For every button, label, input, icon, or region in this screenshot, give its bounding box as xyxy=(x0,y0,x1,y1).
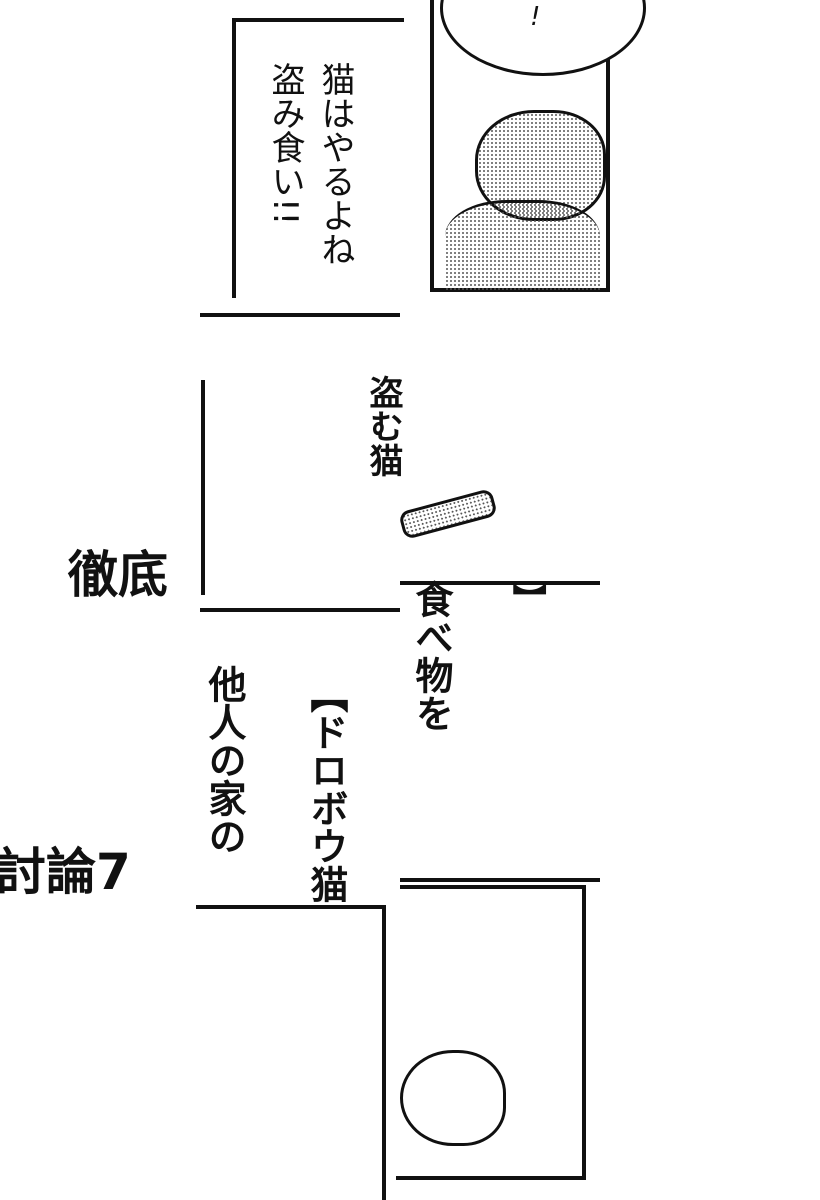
definition-body-1: 他人の家の xyxy=(202,665,246,855)
title-part-2: 討論7 xyxy=(0,843,131,901)
caption-stealing-cat: 盗む猫 xyxy=(363,375,403,477)
definition-body-2: 食べ物を xyxy=(409,580,453,732)
character-arm xyxy=(398,488,498,540)
definition-heading: 【ドロボウ猫 xyxy=(304,675,348,903)
panel-divider xyxy=(200,608,400,612)
panel-divider xyxy=(400,581,600,585)
panel-bottom-left xyxy=(196,905,386,1200)
panel-top-left xyxy=(232,18,404,298)
dialogue-line-2: 盗み食い!! xyxy=(265,62,305,226)
close-bracket: 】 xyxy=(507,582,548,617)
character-head xyxy=(400,1050,506,1146)
dog-character-body xyxy=(445,200,600,291)
panel-divider xyxy=(200,313,400,317)
panel-divider xyxy=(400,878,600,882)
dialogue-line-1: 猫はやるよね xyxy=(315,62,355,266)
panel-bottom-right xyxy=(396,886,586,1180)
panel-border xyxy=(201,380,205,595)
panel-border xyxy=(400,885,586,889)
title-part-1: 徹底 xyxy=(68,546,168,604)
bubble-exclamation: ! xyxy=(530,2,541,32)
